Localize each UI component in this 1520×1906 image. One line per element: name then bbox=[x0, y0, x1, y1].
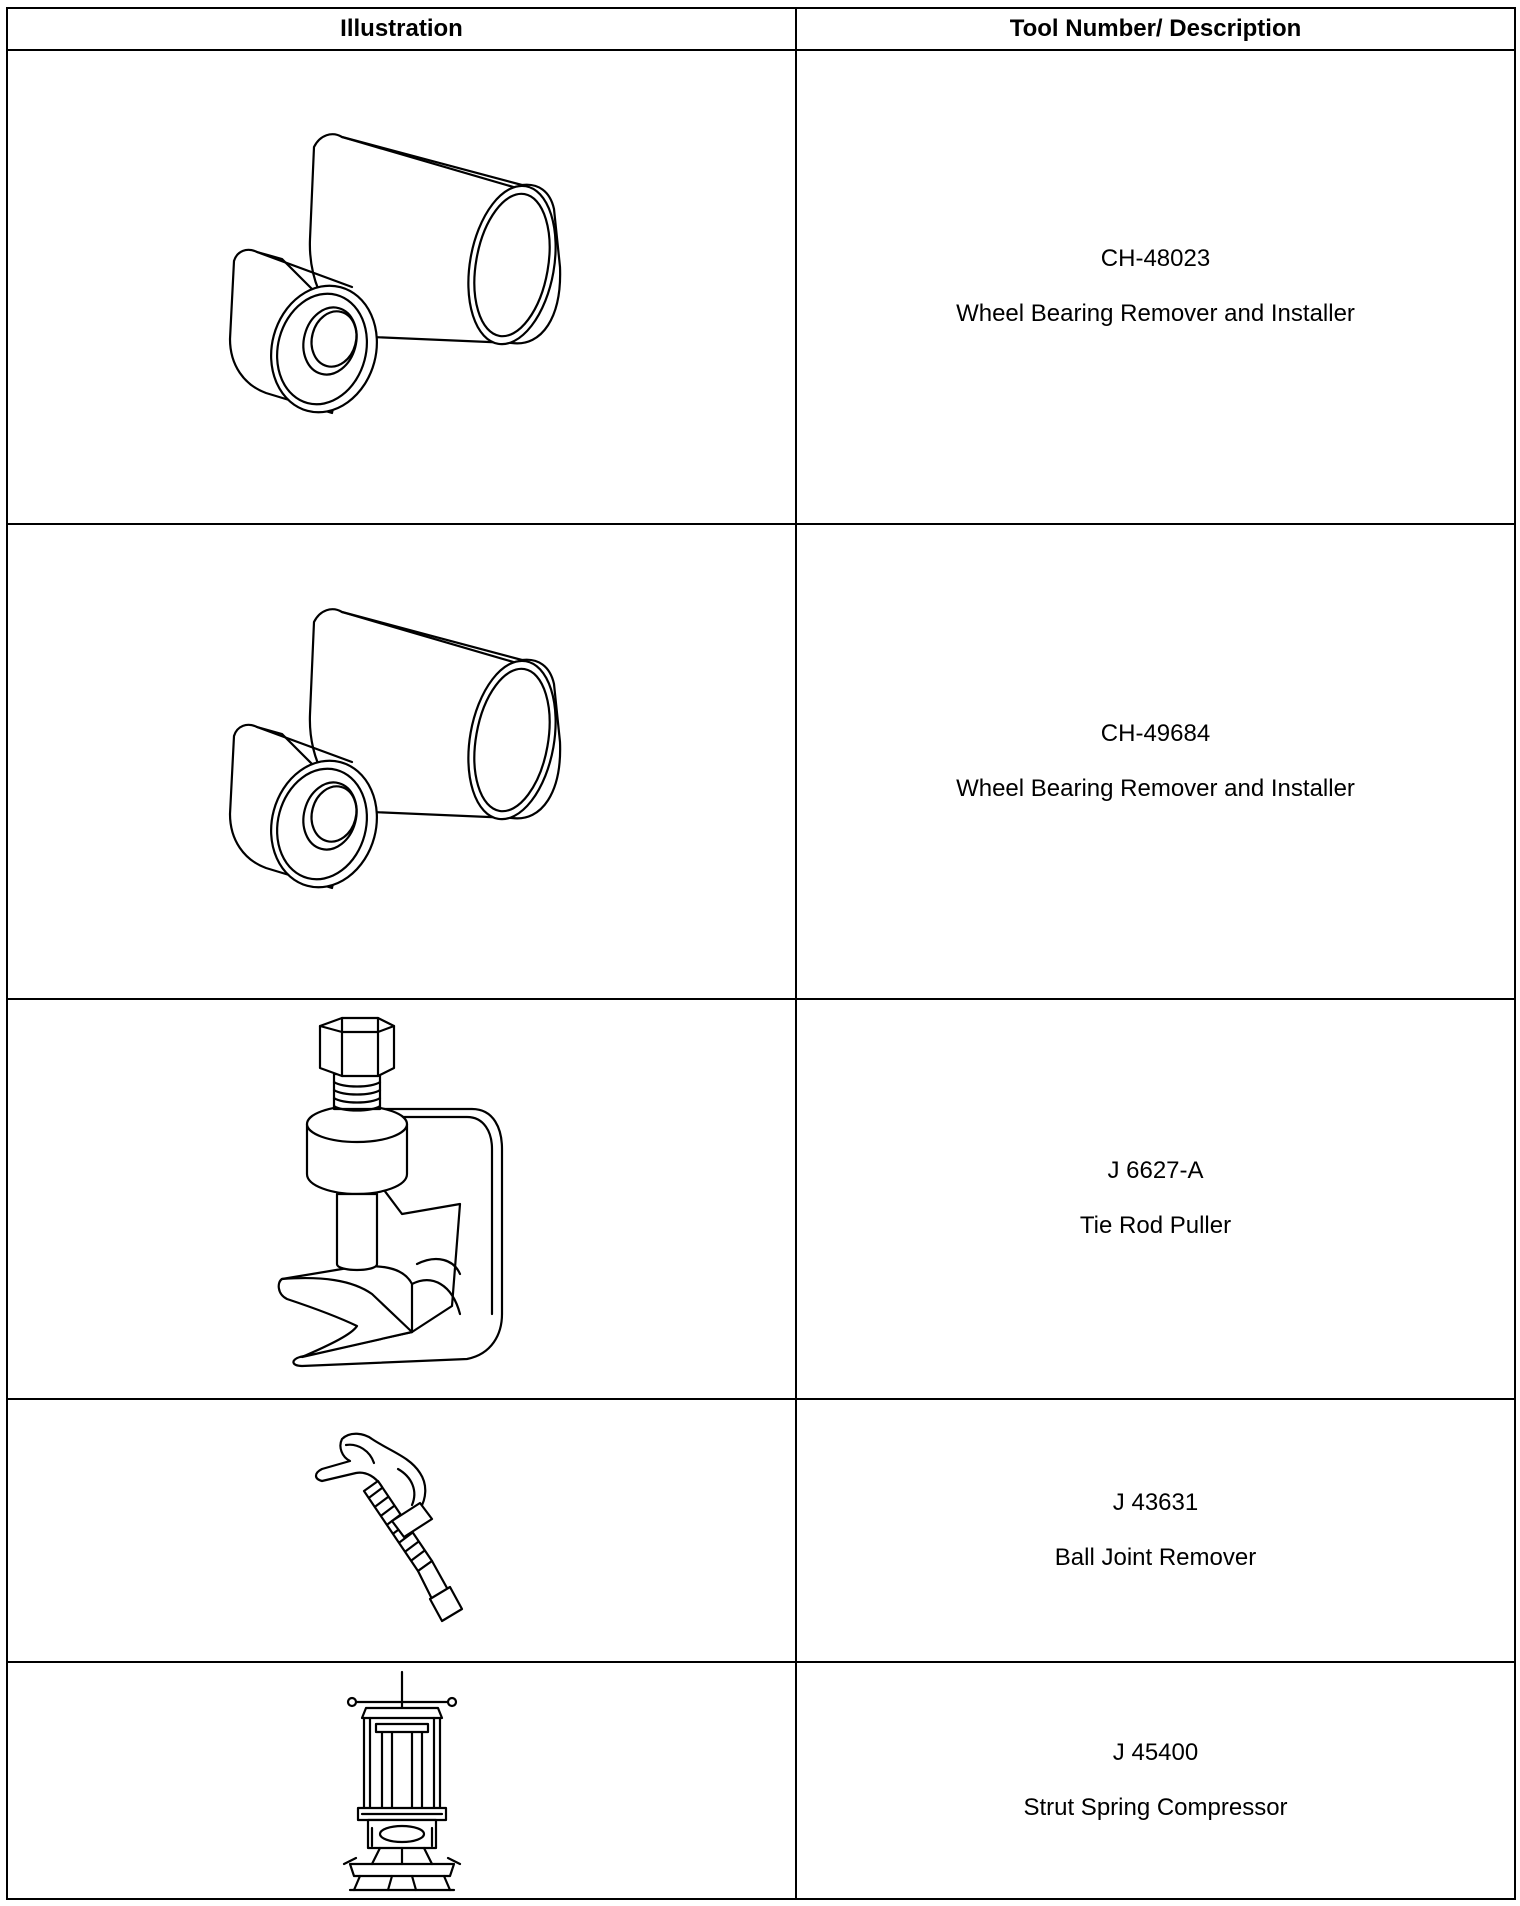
tool-number: CH-48023 bbox=[1100, 245, 1211, 273]
tool-description-cell: J 45400 Strut Spring Compressor bbox=[795, 1661, 1516, 1900]
tool-number: J 45400 bbox=[1112, 1738, 1199, 1766]
illustration-cell bbox=[6, 1661, 797, 1900]
wheel-bearing-remover-installer-illustration bbox=[228, 133, 561, 415]
tool-description-cell: J 6627-A Tie Rod Puller bbox=[795, 998, 1516, 1400]
tool-name: Tie Rod Puller bbox=[1079, 1211, 1232, 1239]
table-row: CH-48023 Wheel Bearing Remover and Insta… bbox=[6, 48, 1516, 526]
illustration-cell bbox=[6, 48, 797, 526]
illustration-cell bbox=[6, 998, 797, 1400]
tool-name: Strut Spring Compressor bbox=[1023, 1793, 1288, 1821]
tool-name: Ball Joint Remover bbox=[1054, 1543, 1257, 1571]
tool-name: Wheel Bearing Remover and Installer bbox=[956, 774, 1355, 802]
tool-number: J 6627-A bbox=[1107, 1157, 1204, 1185]
wheel-bearing-remover-installer-illustration bbox=[228, 607, 561, 889]
table-row: J 45400 Strut Spring Compressor bbox=[6, 1661, 1516, 1900]
table-row: CH-49684 Wheel Bearing Remover and Insta… bbox=[6, 523, 1516, 1001]
illustration-column-header: Illustration bbox=[6, 7, 797, 51]
tool-number-description-column-header: Tool Number/ Description bbox=[795, 7, 1516, 51]
ball-joint-remover-illustration bbox=[314, 1432, 463, 1622]
tie-rod-puller-illustration bbox=[277, 1016, 503, 1368]
illustration-cell bbox=[6, 523, 797, 1001]
illustration-cell bbox=[6, 1397, 797, 1664]
tool-description-cell: J 43631 Ball Joint Remover bbox=[795, 1397, 1516, 1664]
tool-name: Wheel Bearing Remover and Installer bbox=[956, 300, 1355, 327]
tool-number: J 43631 bbox=[1112, 1488, 1199, 1516]
tool-number: CH-49684 bbox=[1100, 719, 1211, 747]
special-tools-table: Illustration Tool Number/ Description bbox=[6, 7, 1516, 1900]
table-row: J 6627-A Tie Rod Puller bbox=[6, 998, 1516, 1400]
table-row: J 43631 Ball Joint Remover bbox=[6, 1397, 1516, 1664]
tool-description-cell: CH-49684 Wheel Bearing Remover and Insta… bbox=[795, 523, 1516, 1001]
tool-description-cell: CH-48023 Wheel Bearing Remover and Insta… bbox=[795, 48, 1516, 526]
table-header-row: Illustration Tool Number/ Description bbox=[6, 7, 1516, 51]
strut-spring-compressor-illustration bbox=[342, 1670, 461, 1891]
